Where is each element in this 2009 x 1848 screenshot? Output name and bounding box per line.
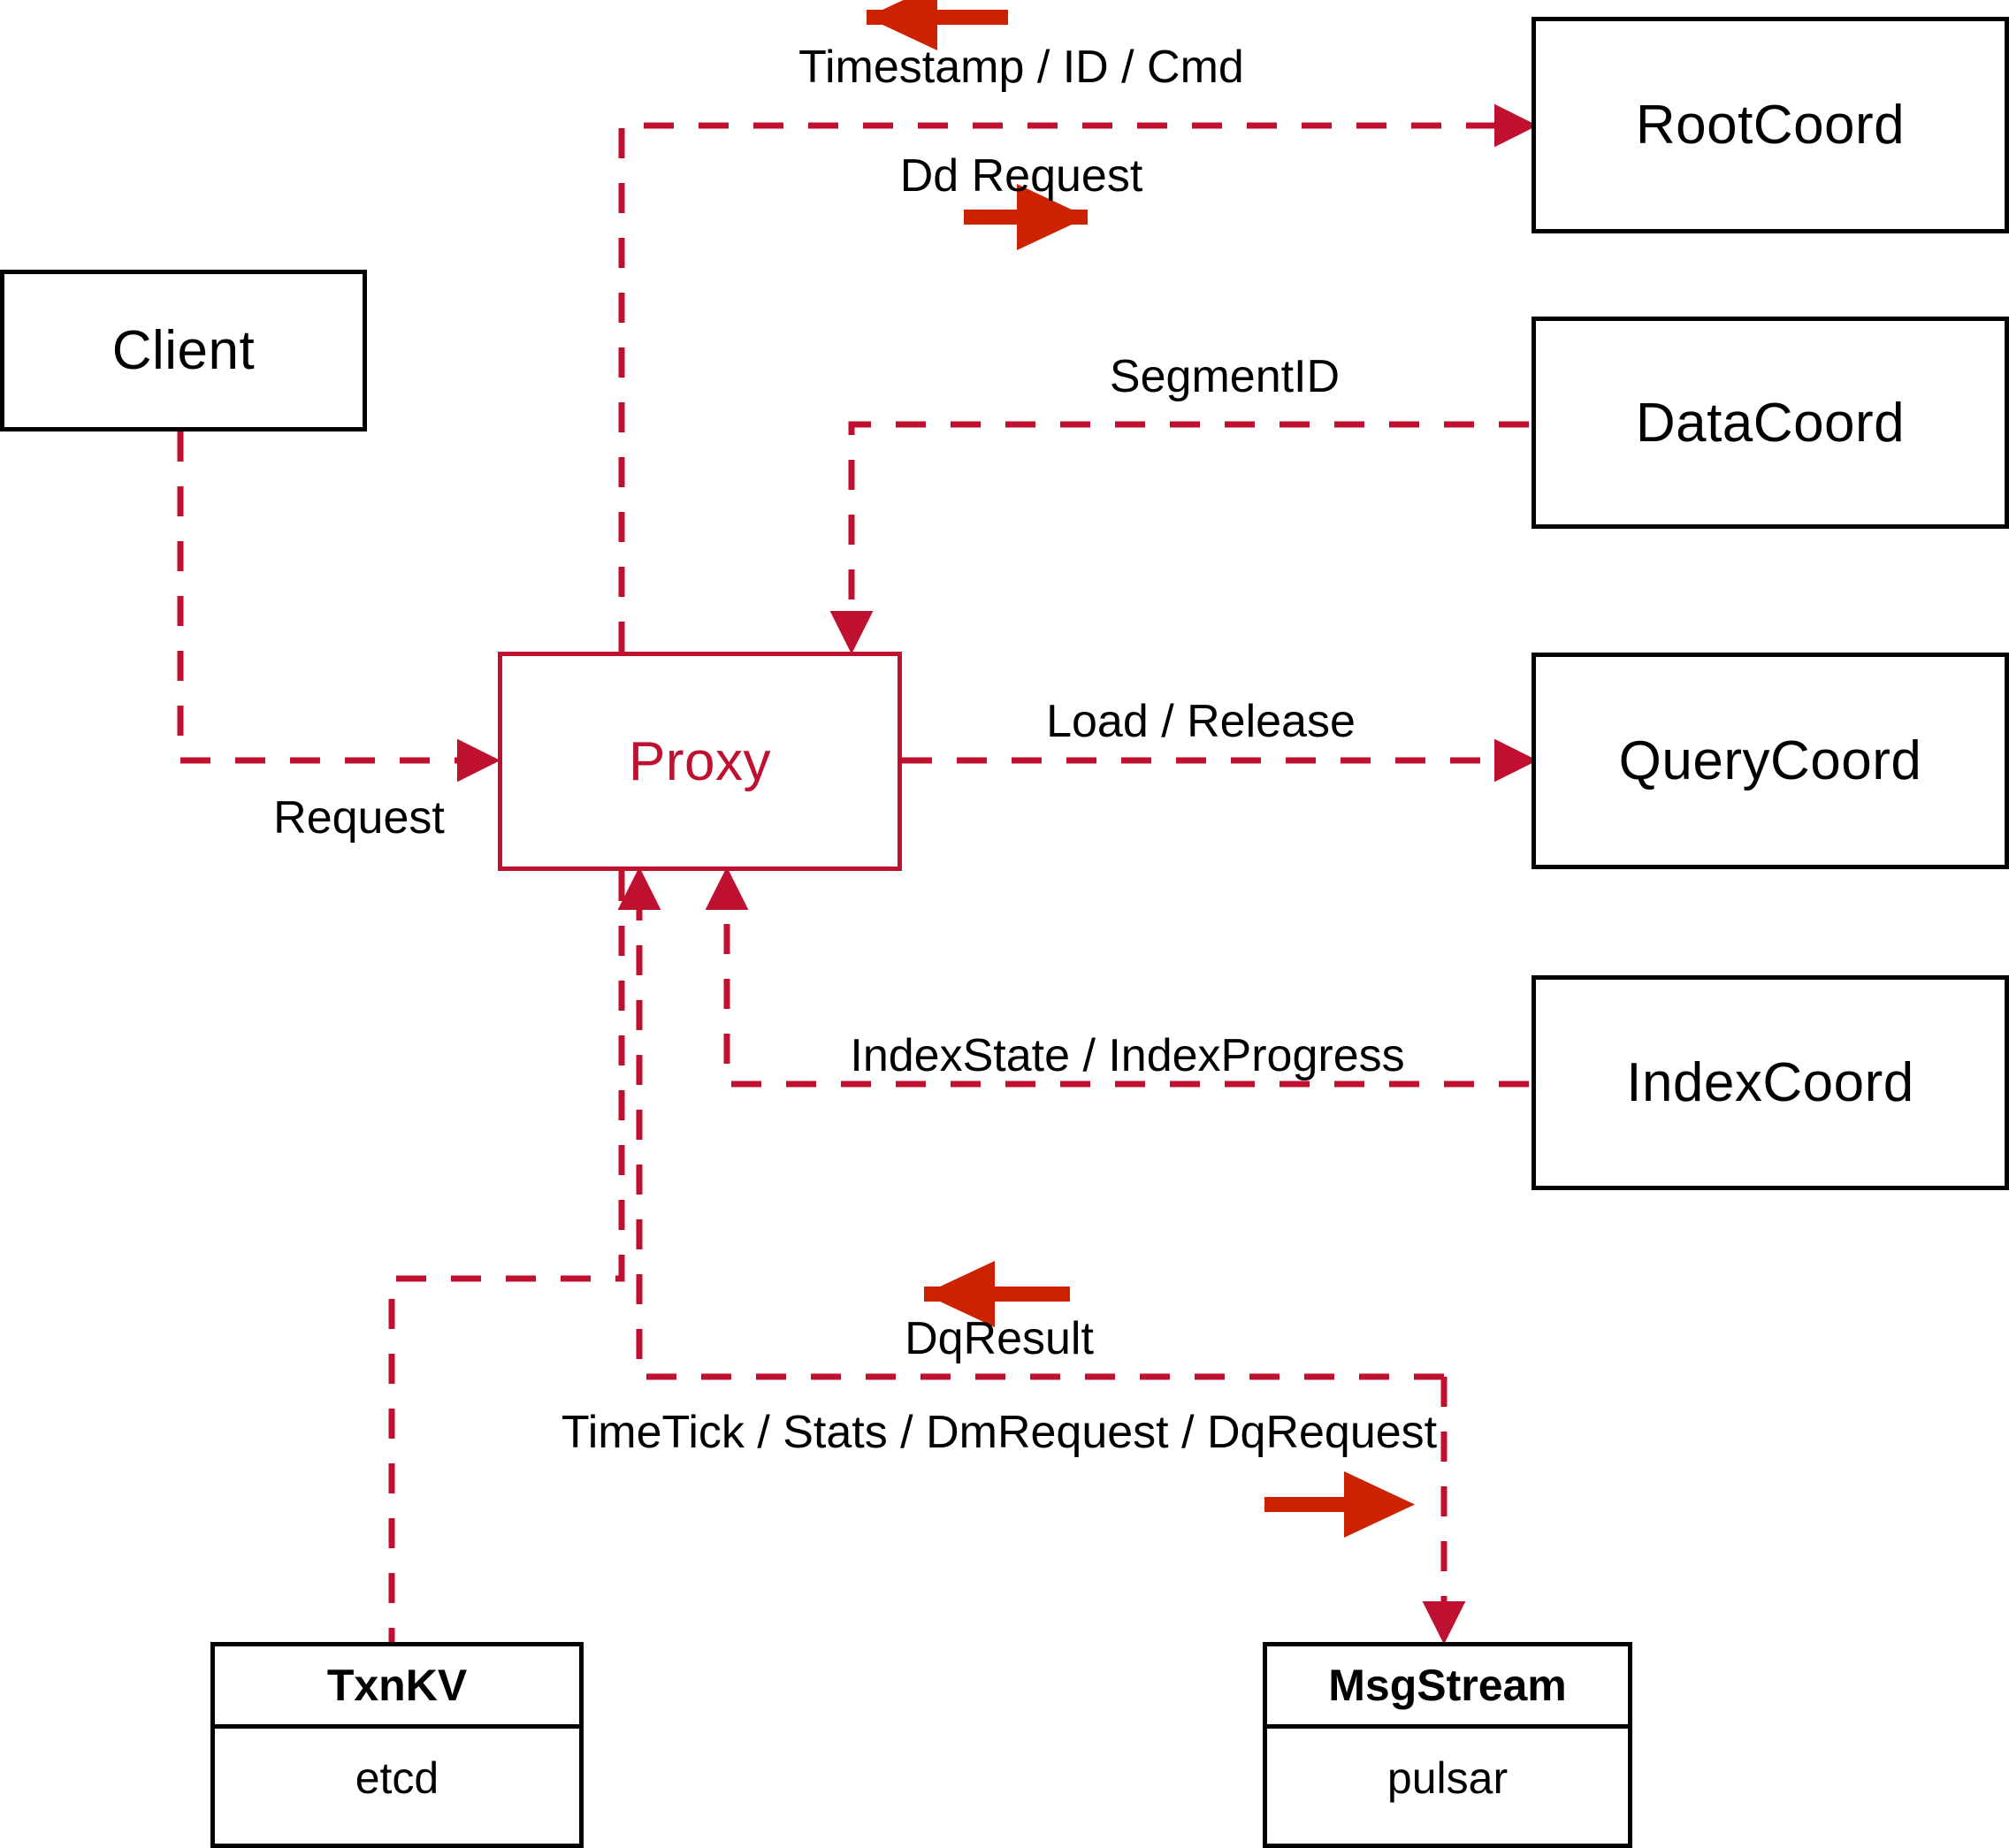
node-rootcoord[interactable]: RootCoord [1532,17,2009,233]
arrow-timetick-right [1264,1471,1415,1538]
edge-label-timestamp-id-cmd: Timestamp / ID / Cmd [798,42,1244,93]
node-indexcoord-label: IndexCoord [1626,1052,1914,1113]
node-rootcoord-label: RootCoord [1635,95,1906,156]
wire-proxy-to-txnkv [388,871,625,1642]
node-txnkv-header: TxnKV [215,1646,579,1729]
node-txnkv-body: etcd [355,1753,439,1803]
wire-client-to-proxy [177,431,500,783]
node-msgstream-body: pulsar [1386,1753,1509,1803]
node-client[interactable]: Client [0,270,367,431]
edge-label-index-state-progress: IndexState / IndexProgress [850,1030,1405,1081]
edge-label-timetick-stats-dm-dq: TimeTick / Stats / DmRequest / DqRequest [561,1407,1438,1458]
edge-label-load-release: Load / Release [1046,696,1356,747]
node-indexcoord[interactable]: IndexCoord [1532,975,2009,1190]
node-client-label: Client [111,320,256,381]
edge-label-dq-result: DqResult [905,1313,1094,1364]
edge-label-request: Request [273,792,445,844]
node-datacoord[interactable]: DataCoord [1532,317,2009,529]
node-querycoord[interactable]: QueryCoord [1532,653,2009,869]
node-msgstream-header: MsgStream [1267,1646,1628,1729]
arrow-timestamp-left [867,0,1008,50]
node-msgstream[interactable]: MsgStream pulsar [1263,1642,1632,1848]
node-txnkv[interactable]: TxnKV etcd [210,1642,584,1848]
wire-proxy-to-rootcoord [618,103,1538,652]
arrow-dd-request-right [964,184,1088,250]
node-querycoord-label: QueryCoord [1618,730,1922,791]
wire-datacoord-to-proxy [829,421,1529,654]
edge-label-dd-request: Dd Request [899,150,1143,202]
node-datacoord-label: DataCoord [1635,392,1906,454]
wire-indexcoord-to-proxy [705,867,1529,1088]
node-proxy[interactable]: Proxy [498,652,902,871]
edge-label-segment-id: SegmentID [1109,351,1341,402]
node-proxy-label: Proxy [629,730,771,792]
arrow-dqresult-left [924,1261,1070,1327]
